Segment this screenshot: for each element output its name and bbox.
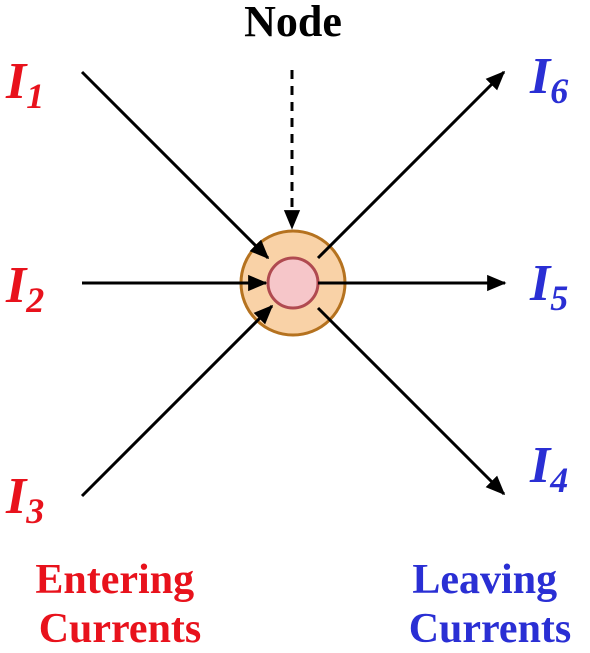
current-label-i6: I6 bbox=[529, 48, 568, 111]
current-label-i4: I4 bbox=[529, 437, 568, 500]
current-label-i5: I5 bbox=[529, 255, 568, 318]
entering-currents-label: Entering Currents bbox=[35, 557, 204, 652]
node-title: Node bbox=[244, 0, 342, 46]
current-label-i2: I2 bbox=[5, 257, 44, 320]
current-arrow-i4 bbox=[316, 306, 506, 496]
current-arrow-i3 bbox=[80, 304, 274, 498]
current-label-i1: I1 bbox=[5, 53, 44, 116]
current-arrow-i1 bbox=[80, 70, 270, 260]
current-arrow-i6 bbox=[316, 70, 506, 260]
current-label-i3: I3 bbox=[5, 468, 44, 531]
node-inner-circle bbox=[266, 256, 320, 310]
leaving-currents-label: Leaving Currents bbox=[409, 557, 572, 652]
